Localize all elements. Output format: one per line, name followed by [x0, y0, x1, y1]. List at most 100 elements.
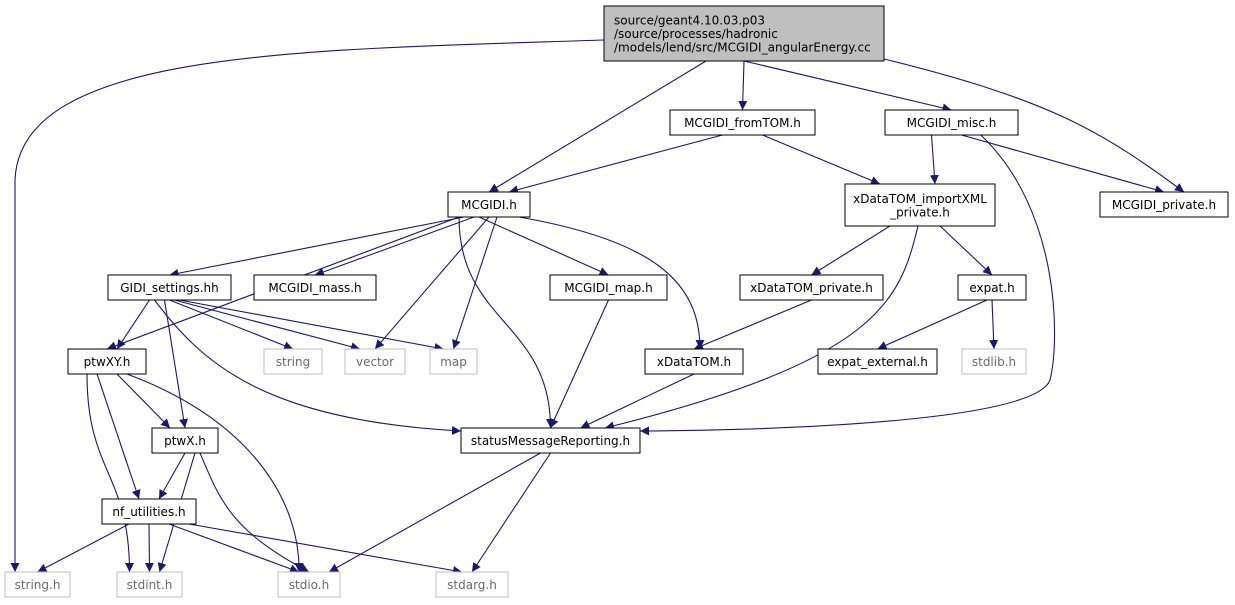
edge-mcgidi-to-smr [458, 216, 555, 429]
node-label-nfUtil: nf_utilities.h [112, 505, 185, 519]
node-box-ptwXY [67, 348, 147, 375]
edge-expat-to-expatExt [877, 299, 988, 350]
node-private[interactable]: MCGIDI_private.h [1099, 191, 1229, 218]
nodes-layer: source/geant4.10.03.p03/source/processes… [4, 5, 1229, 598]
node-label-stdint: stdint.h [127, 578, 173, 592]
node-xdtPrivate[interactable]: xDataTOM_private.h [739, 274, 884, 301]
node-box-stdlib [961, 348, 1027, 375]
node-label-root-line-2: /models/lend/src/MCGIDI_angularEnergy.cc [614, 41, 871, 55]
node-misc[interactable]: MCGIDI_misc.h [884, 109, 1019, 136]
node-box-ptwX [151, 427, 219, 454]
edge-mcgidi-to-gidiSettings [169, 216, 465, 278]
node-label-ptwXY: ptwXY.h [84, 355, 131, 369]
edges-layer [10, 39, 1185, 575]
edge-gidiSettings-to-smr [154, 299, 462, 435]
edge-gidiSettings-to-ptwX [163, 299, 189, 429]
edge-misc-to-importXML [929, 134, 939, 185]
node-label-stringh: string.h [15, 578, 61, 592]
edge-root-to-misc [743, 60, 952, 113]
node-map_h[interactable]: MCGIDI_map.h [549, 274, 668, 301]
node-stdlib: stdlib.h [961, 348, 1027, 375]
edge-misc-to-private [961, 134, 1165, 194]
node-label-vector: vector [356, 355, 394, 369]
node-label-gidiSettings: GIDI_settings.hh [120, 281, 219, 295]
node-box-expat [957, 274, 1027, 301]
node-box-misc [884, 109, 1019, 136]
edge-ptwXY-to-stdint [86, 373, 134, 573]
node-ptwXY[interactable]: ptwXY.h [67, 348, 147, 375]
node-fromTOM[interactable]: MCGIDI_fromTOM.h [669, 109, 816, 136]
edge-nfUtil-to-stringh [37, 523, 130, 573]
edge-ptwXY-to-stdio [126, 373, 304, 573]
edge-root-to-fromTOM [738, 60, 748, 111]
node-box-map [429, 348, 478, 375]
node-box-mass [253, 274, 377, 301]
node-label-stdlib: stdlib.h [972, 355, 1016, 369]
node-label-root-line-0: source/geant4.10.03.p03 [614, 14, 765, 28]
edge-root-to-mcgidi [488, 60, 707, 193]
node-box-root [603, 5, 885, 62]
edge-nfUtil-to-stdint [144, 523, 154, 573]
edge-importXML-to-smr [604, 225, 919, 431]
edge-map_h-to-smr [549, 299, 610, 429]
node-box-stdarg [435, 571, 509, 598]
edge-mcgidi-to-map_h [478, 216, 609, 276]
node-stringh: string.h [4, 571, 71, 598]
edge-expat-to-stdlib [989, 299, 999, 350]
node-label-private: MCGIDI_private.h [1112, 198, 1216, 212]
node-label-string: string [276, 355, 310, 369]
node-box-string [263, 348, 323, 375]
edge-ptwXY-to-ptwX [116, 373, 171, 429]
node-label-importXML-line-1: _private.h [889, 205, 950, 219]
node-root[interactable]: source/geant4.10.03.p03/source/processes… [603, 5, 885, 62]
node-stdarg: stdarg.h [435, 571, 509, 598]
node-stdio: stdio.h [277, 571, 341, 598]
node-expatExt[interactable]: expat_external.h [817, 348, 938, 375]
edge-fromTOM-to-mcgidi [508, 134, 723, 195]
node-ptwX[interactable]: ptwX.h [151, 427, 219, 454]
node-expat[interactable]: expat.h [957, 274, 1027, 301]
edge-gidiSettings-to-ptwXY [116, 299, 150, 350]
node-label-expat: expat.h [969, 281, 1014, 295]
node-label-fromTOM: MCGIDI_fromTOM.h [684, 116, 801, 130]
node-vector: vector [344, 348, 406, 375]
node-label-map_h: MCGIDI_map.h [564, 281, 652, 295]
edge-smr-to-stdio [328, 452, 541, 573]
edge-ptwX-to-stdio [199, 452, 310, 573]
node-gidiSettings[interactable]: GIDI_settings.hh [107, 274, 232, 301]
edge-xDataTOM-to-smr [580, 373, 695, 429]
edge-gidiSettings-to-vector [174, 299, 361, 352]
edge-fromTOM-to-importXML [762, 134, 881, 185]
node-box-xdtPrivate [739, 274, 884, 301]
node-label-ptwX: ptwX.h [164, 434, 206, 448]
node-box-mcgidi [447, 191, 531, 218]
node-box-gidiSettings [107, 274, 232, 301]
node-smr[interactable]: statusMessageReporting.h [460, 427, 641, 454]
edge-xdtPrivate-to-xDataTOM [693, 299, 812, 350]
node-label-smr: statusMessageReporting.h [471, 434, 630, 448]
node-box-map_h [549, 274, 668, 301]
node-nfUtil[interactable]: nf_utilities.h [101, 498, 197, 525]
edge-root-to-stringh [10, 39, 605, 572]
node-label-map: map [440, 355, 467, 369]
node-label-stdio: stdio.h [289, 578, 329, 592]
node-xDataTOM[interactable]: xDataTOM.h [644, 348, 744, 375]
node-label-mass: MCGIDI_mass.h [268, 281, 361, 295]
edge-mcgidi-to-mass [314, 216, 475, 277]
node-importXML[interactable]: xDataTOM_importXML_private.h [844, 183, 996, 227]
node-box-private [1099, 191, 1229, 218]
node-box-importXML [844, 183, 996, 227]
node-label-misc: MCGIDI_misc.h [907, 116, 997, 130]
edge-gidiSettings-to-map [179, 299, 444, 352]
node-box-xDataTOM [644, 348, 744, 375]
node-mcgidi[interactable]: MCGIDI.h [447, 191, 531, 218]
node-box-vector [344, 348, 406, 375]
node-label-xDataTOM: xDataTOM.h [657, 355, 731, 369]
node-mass[interactable]: MCGIDI_mass.h [253, 274, 377, 301]
node-label-expatExt: expat_external.h [827, 355, 928, 369]
edge-mcgidi-to-vector [374, 216, 490, 350]
edge-importXML-to-xdtPrivate [811, 225, 891, 276]
node-label-stdarg: stdarg.h [447, 578, 497, 592]
node-label-mcgidi: MCGIDI.h [461, 198, 517, 212]
